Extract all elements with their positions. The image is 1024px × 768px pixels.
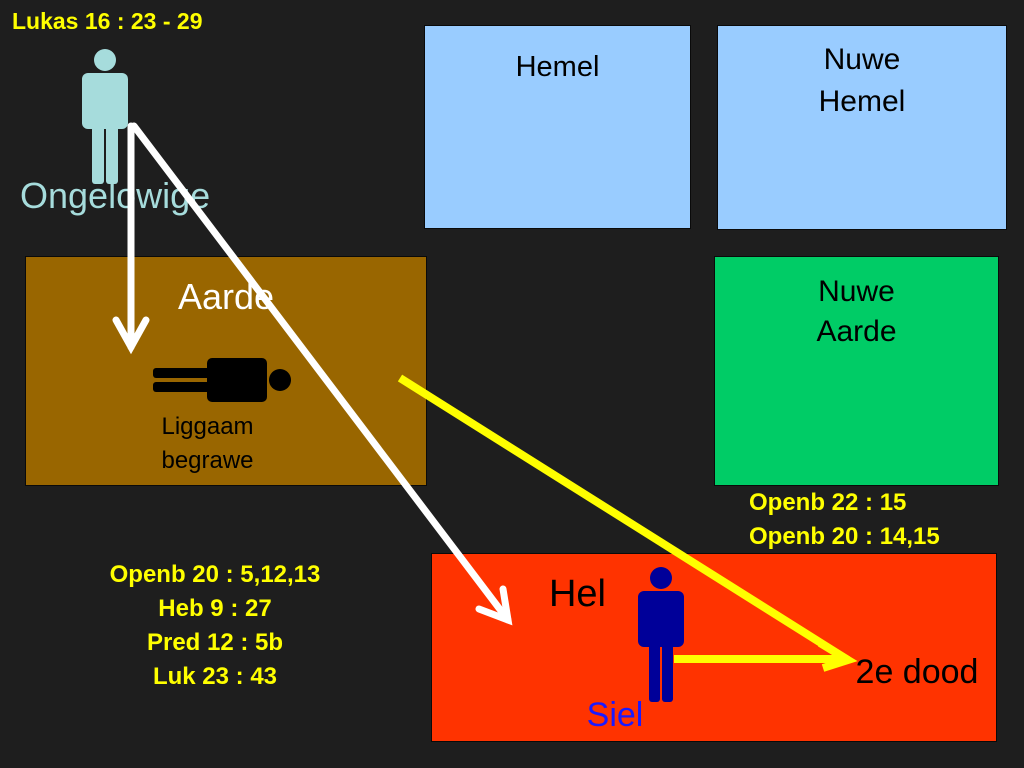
- soul-label: Siel: [586, 696, 644, 734]
- arrow-to-grave: [112, 122, 150, 355]
- new-heaven-box: [717, 25, 1007, 230]
- reference-line: Openb 20 : 14,15: [749, 523, 940, 550]
- second-death-label: 2e dood: [855, 653, 979, 691]
- body-buried-label: Liggaam begrawe: [161, 413, 254, 474]
- hell-label: Hel: [548, 573, 607, 615]
- references-left: Openb 20 : 5,12,13 Heb 9 : 27 Pred 12 : …: [60, 558, 370, 694]
- new-earth-box: [714, 256, 999, 486]
- arrow-to-hell: [130, 122, 513, 626]
- soul-person-icon: [638, 567, 684, 702]
- earth-label: Aarde: [177, 276, 275, 317]
- reference-line: Openb 20 : 5,12,13: [109, 561, 321, 588]
- reference-title: Lukas 16 : 23 - 29: [12, 8, 203, 34]
- reference-line: Pred 12 : 5b: [146, 629, 284, 656]
- heaven-box: [424, 25, 691, 229]
- new-earth-label: Nuwe Aarde: [816, 275, 897, 348]
- heaven-label: Hemel: [515, 51, 600, 83]
- references-right: Openb 22 : 15 Openb 20 : 14,15: [749, 486, 1019, 554]
- reference-line: Openb 22 : 15: [749, 489, 907, 516]
- hell-box: [431, 553, 997, 742]
- standing-person-icon: [82, 49, 128, 184]
- new-heaven-label: Nuwe Hemel: [818, 43, 906, 118]
- lying-body-icon: [153, 358, 291, 402]
- arrow-earth-to-second-death: [397, 374, 858, 672]
- reference-line: Luk 23 : 43: [152, 663, 278, 690]
- reference-line: Heb 9 : 27: [158, 595, 272, 622]
